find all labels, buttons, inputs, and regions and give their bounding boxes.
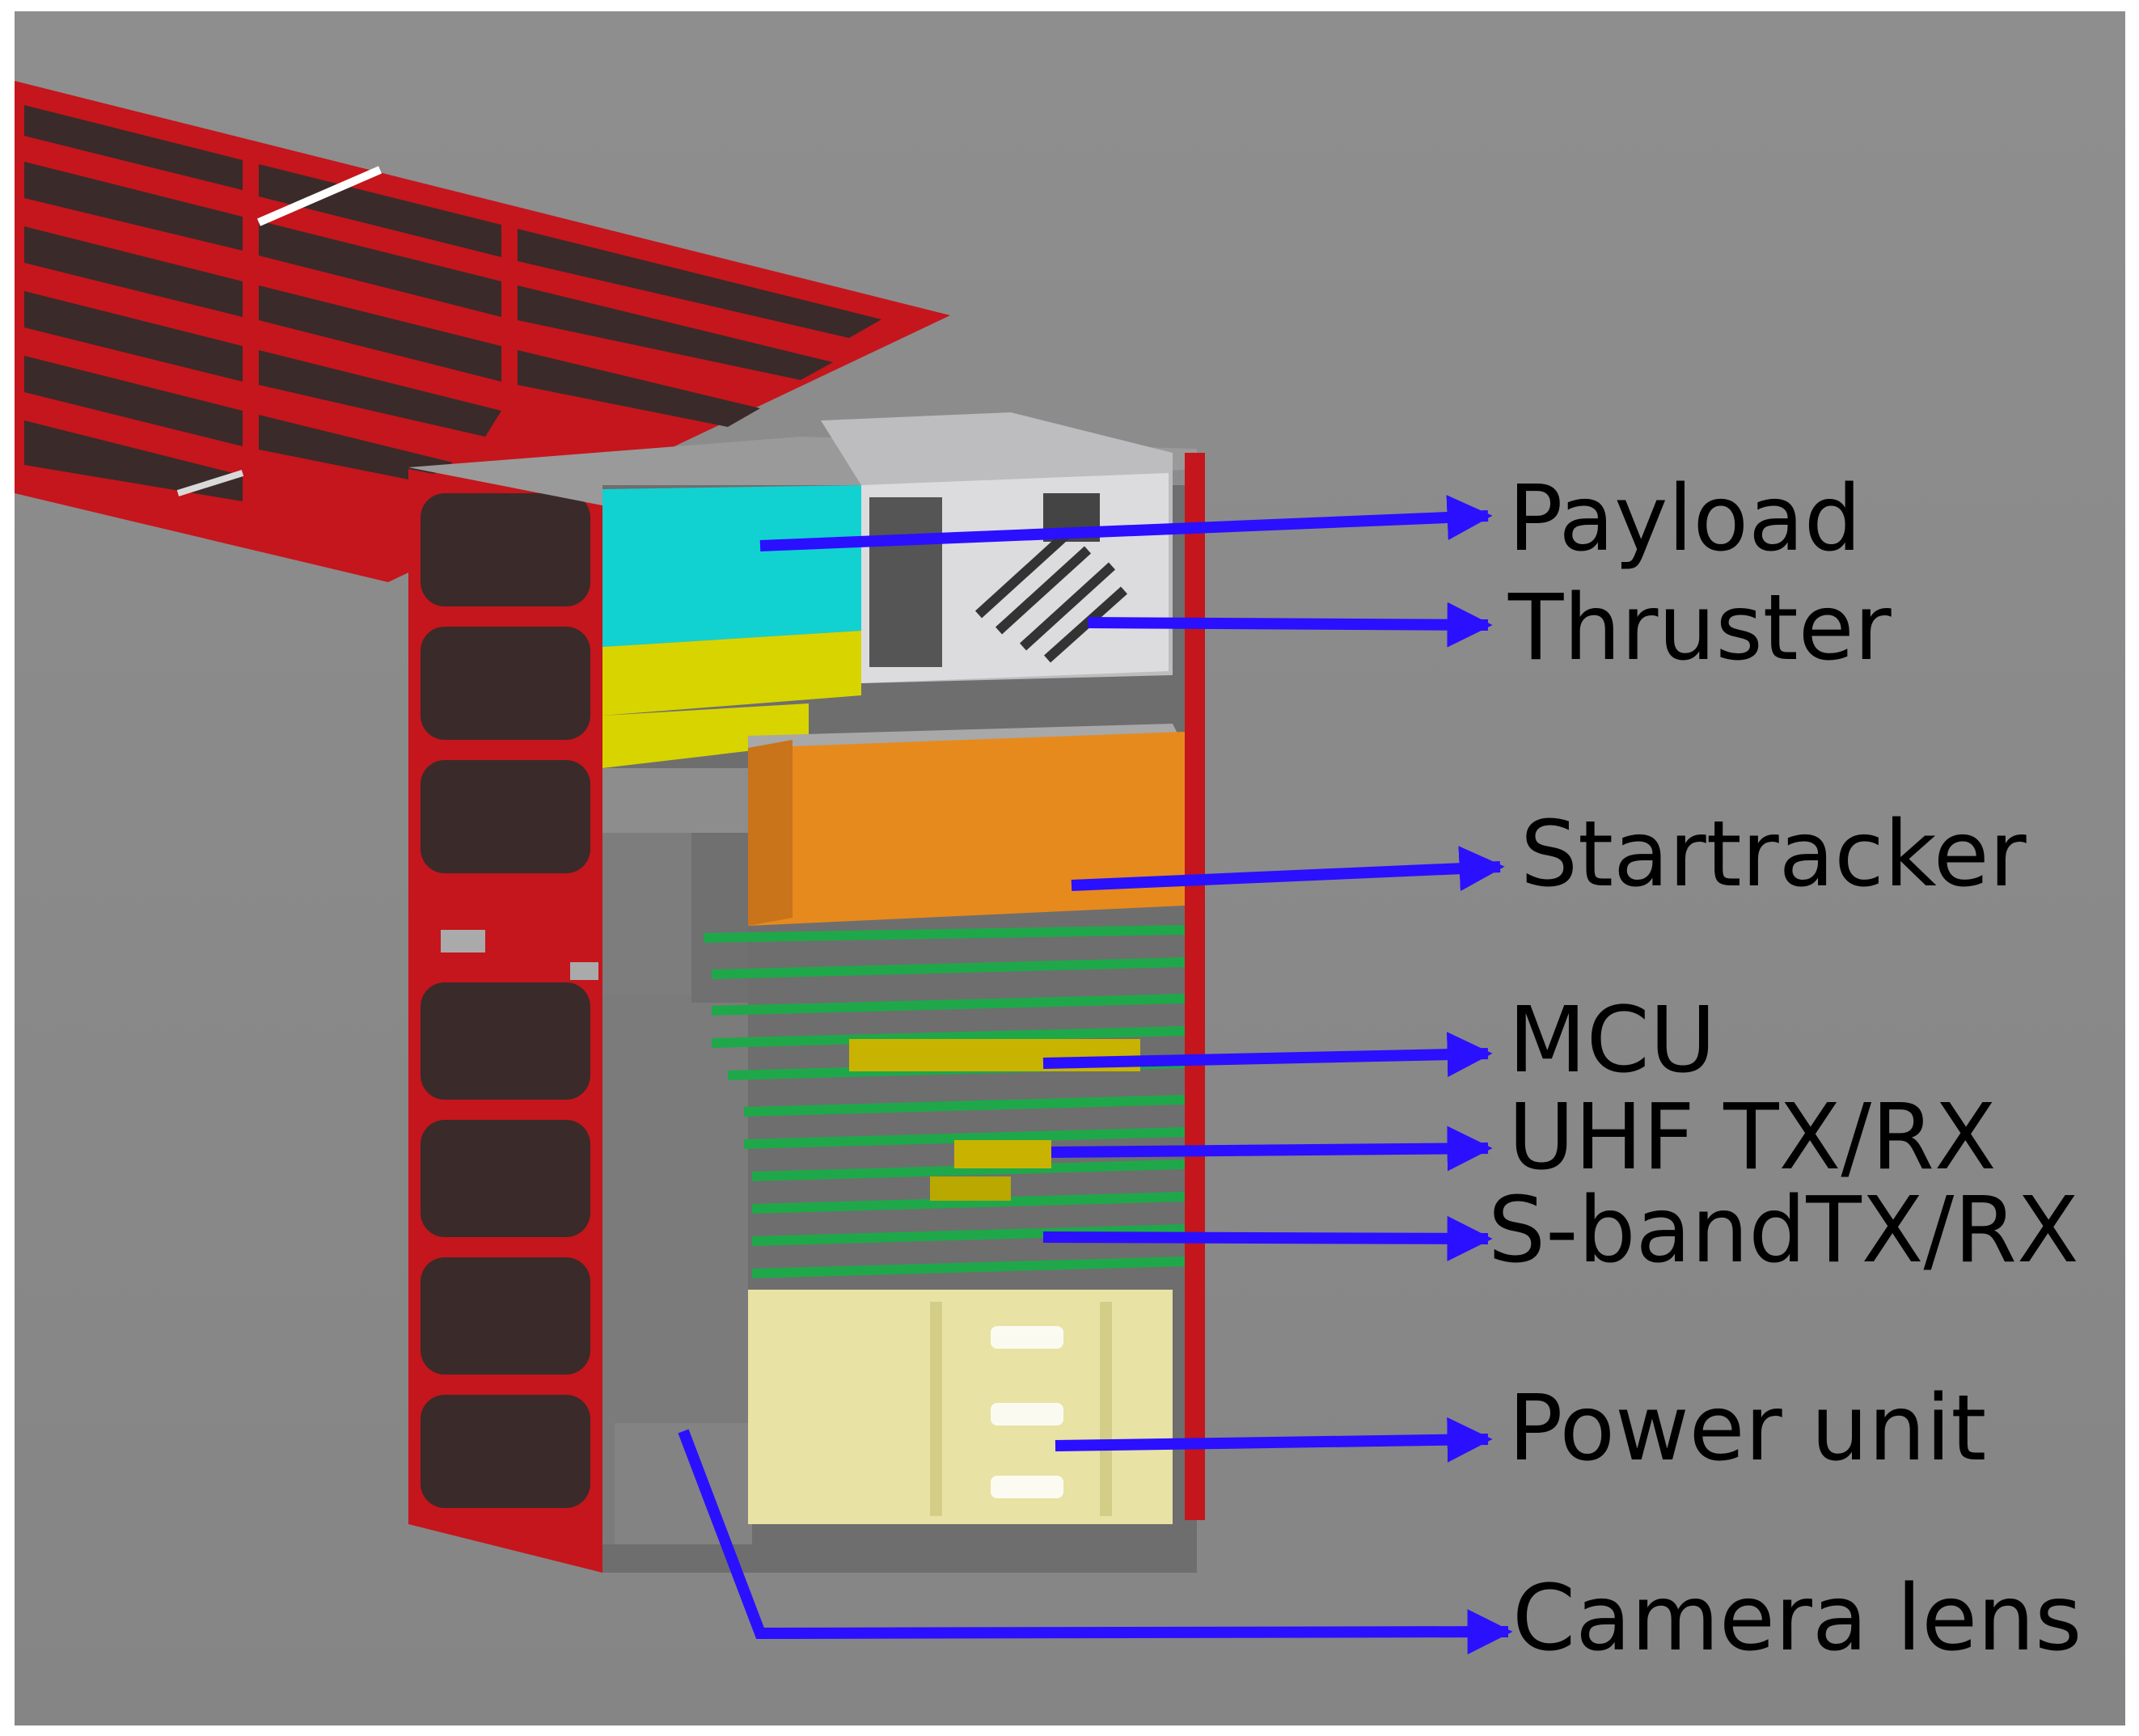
pcb-components xyxy=(849,1039,1140,1201)
label-uhf: UHF TX/RX xyxy=(1508,1085,1997,1190)
label-thruster: Thruster xyxy=(1507,576,1892,681)
arrow-sband xyxy=(1042,1215,1493,1261)
arrow-camera xyxy=(678,1429,1513,1655)
solar-panel-wing xyxy=(15,81,950,582)
arrow-uhf xyxy=(1050,1126,1493,1172)
label-payload: Payload xyxy=(1508,467,1862,572)
arrow-mcu xyxy=(1042,1032,1493,1078)
label-camera: Camera lens xyxy=(1512,1566,2082,1671)
power-unit-module xyxy=(748,1290,1173,1524)
right-frame-rail xyxy=(1185,453,1205,1520)
label-startracker: Startracker xyxy=(1520,802,2027,907)
arrow-thruster xyxy=(1087,602,1493,648)
body-side-panel xyxy=(408,469,602,1573)
thruster-module xyxy=(821,412,1173,683)
arrow-power xyxy=(1055,1417,1493,1463)
callout-labels: Payload Thruster Startracker MCU UHF TX/… xyxy=(1488,467,2082,1671)
label-power: Power unit xyxy=(1508,1376,1986,1481)
payload-module xyxy=(602,485,861,768)
startracker-module xyxy=(602,724,1185,926)
callout-arrows xyxy=(678,495,1513,1655)
label-mcu: MCU xyxy=(1508,988,1716,1093)
arrow-payload xyxy=(759,495,1493,551)
label-sband: S-bandTX/RX xyxy=(1488,1178,2079,1283)
arrow-startracker xyxy=(1071,846,1505,892)
